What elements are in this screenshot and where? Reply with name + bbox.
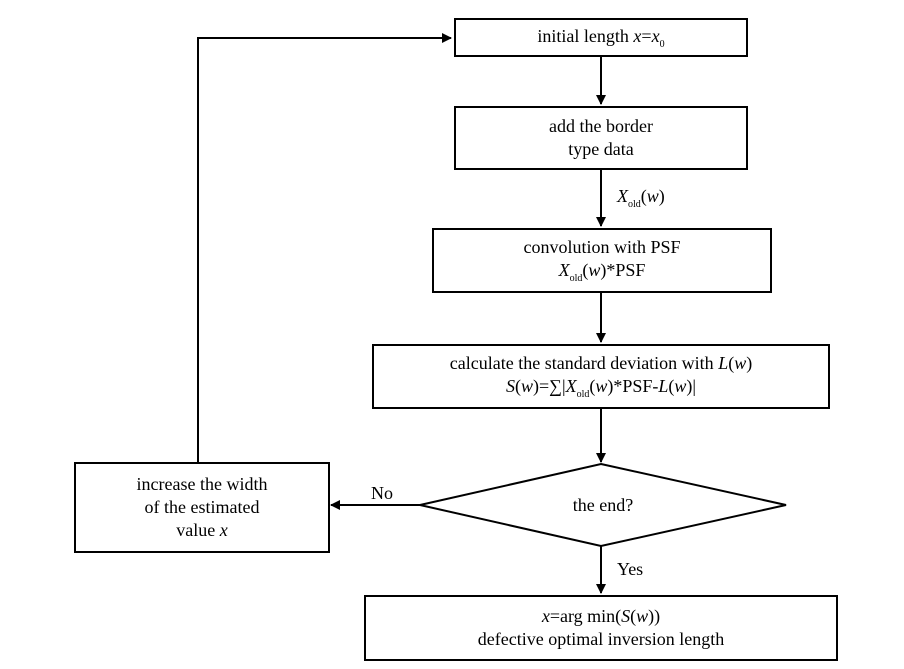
add-border-box: add the border type data [454, 106, 748, 170]
no-edge-label: No [371, 483, 393, 503]
increase-line-1: increase the width [136, 474, 268, 494]
result-formula: x=arg min(S(w)) [541, 606, 661, 626]
increase-line-2: of the estimated [144, 497, 260, 517]
result-box: x=arg min(S(w)) defective optimal invers… [364, 595, 838, 661]
add-border-line-1: add the border [549, 116, 653, 136]
initial-length-box: initial length x=x0 [454, 18, 748, 57]
standard-deviation-formula: S(w)=∑|Xold(w)*PSF-L(w)| [505, 376, 697, 400]
standard-deviation-box: calculate the standard deviation with L(… [372, 344, 830, 409]
x-old-edge-label: Xold(w) [617, 186, 665, 210]
decision-label: the end? [572, 495, 634, 515]
yes-edge-label: Yes [617, 559, 644, 579]
convolution-box: convolution with PSF Xold(w)*PSF [432, 228, 772, 293]
add-border-line-2: type data [568, 139, 634, 159]
initial-length-text: initial length x=x0 [537, 25, 665, 50]
increase-line-3: value x [176, 520, 228, 540]
convolution-line-1: convolution with PSF [523, 237, 681, 257]
convolution-line-2: Xold(w)*PSF [558, 260, 646, 284]
decision-diamond [419, 462, 787, 548]
standard-deviation-line-1: calculate the standard deviation with L(… [449, 353, 753, 373]
arrow-increase-to-init [197, 33, 452, 462]
increase-width-box: increase the width of the estimated valu… [74, 462, 330, 553]
result-line-2: defective optimal inversion length [477, 629, 725, 649]
